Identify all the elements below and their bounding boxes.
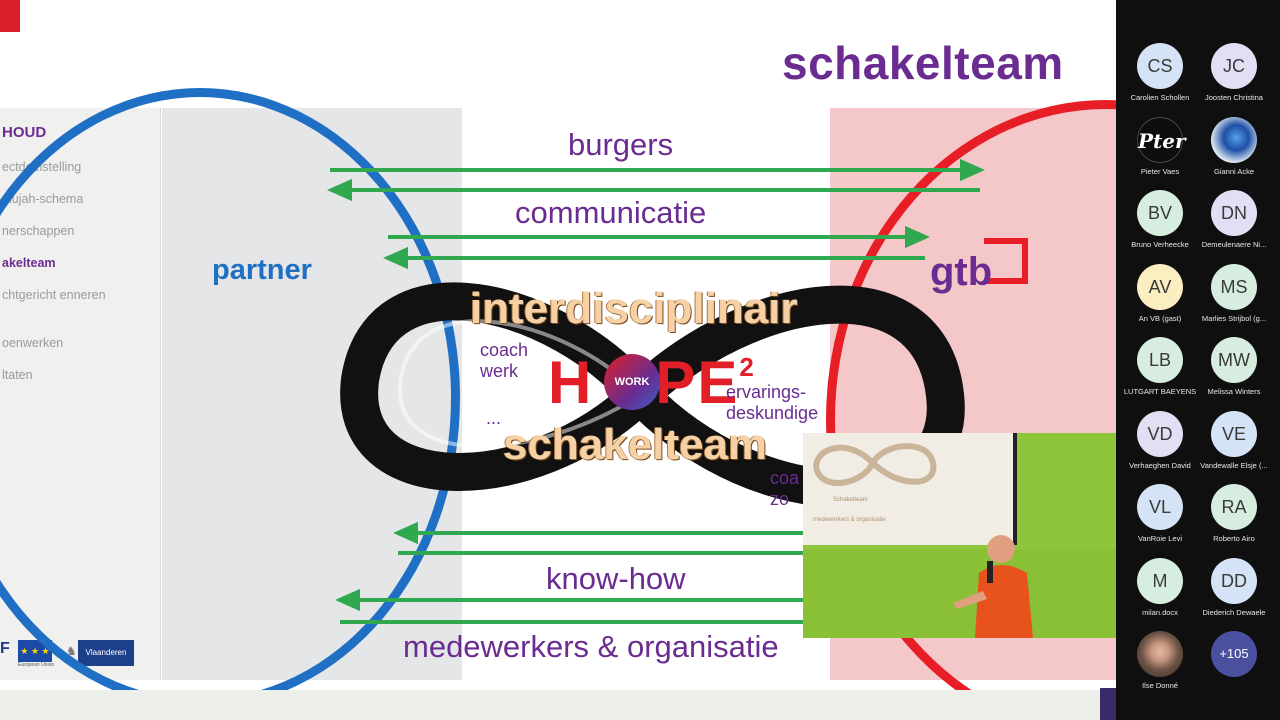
f-logo: F [0,640,10,657]
participant-tile[interactable]: VE Vandewalle Elsje (... [1197,410,1271,470]
participant-avatar: VD [1137,410,1183,457]
participant-tile[interactable]: DN Demeulenaere Ni... [1197,190,1271,249]
participant-avatar: AV [1137,263,1183,310]
participant-avatar: BV [1137,190,1183,236]
ervaringsdeskundige-label: ervarings- deskundige [726,382,819,423]
hope-letter-h: H [548,349,594,416]
participant-avatar: JC [1211,43,1257,89]
flow-label-communicatie: communicatie [515,195,707,230]
participant-name: Bruno Verheecke [1131,240,1189,249]
projected-screen: Schakelteam medewerkers & organisatie [803,433,1017,545]
slide-edge-strip [1100,688,1116,720]
participant-tile[interactable]: +105 [1197,631,1271,681]
participant-name: Roberto Airo [1213,534,1255,543]
hope-letters-pe: PE [655,349,740,416]
participant-name: Pieter Vaes [1140,166,1180,176]
participant-tile[interactable]: JC Joosten Christina [1197,43,1271,102]
participant-name: LUTGART BAEYENS [1123,387,1197,396]
participant-tile[interactable]: CS Carolien Schollen [1123,43,1197,102]
projected-subtitle: medewerkers & organisatie [813,517,886,523]
participant-avatar: DN [1211,190,1257,236]
participant-name: Carolien Schollen [1130,93,1190,102]
interdisciplinair-text: interdisciplinair [470,284,798,333]
participant-avatar [1137,631,1183,677]
speaker-figure [953,535,1033,638]
participant-name: Demeulenaere Ni... [1201,240,1267,249]
slide-corner-accent [0,0,20,32]
participant-avatar: VE [1211,410,1257,457]
participant-tile[interactable]: DD Diederich Dewaele [1197,557,1271,617]
flow-label-burgers: burgers [568,127,674,162]
participant-name: Verhaeghen David [1129,460,1191,470]
hope-logo: H PE2 [548,348,756,417]
coach-werk-label: coach werk [480,340,529,381]
participant-name: VanRoie Levi [1137,534,1183,543]
participant-tile[interactable]: LB LUTGART BAEYENS [1123,337,1197,396]
participant-avatar: LB [1137,337,1183,383]
participant-name: Gianni Acke [1213,166,1255,176]
shared-screen: schakelteam HOUD ectdoelstelling elujah-… [0,0,1116,720]
participant-tile[interactable]: Ilse Donné [1123,631,1197,690]
hope-o-emblem: WORK [604,354,660,410]
participant-avatar [1211,116,1257,163]
participant-tile[interactable]: Gianni Acke [1197,116,1271,176]
participant-tile[interactable]: RA Roberto Airo [1197,484,1271,543]
partner-label: partner [212,254,312,286]
participant-name: Melissa Winters [1207,387,1261,396]
projected-infinity [813,443,937,486]
participant-name: Joosten Christina [1205,93,1263,102]
gtb-logo: gtb [930,250,993,294]
participant-tile[interactable]: VL VanRoie Levi [1123,484,1197,543]
participant-avatar: MW [1211,337,1257,383]
participant-avatar: CS [1137,43,1183,89]
participant-tile[interactable]: MW Melissa Winters [1197,337,1271,396]
green-wall [803,549,1116,638]
flow-label-medewerkers: medewerkers & organisatie [403,629,779,664]
participant-name: Marlies Strijbol (g... [1201,313,1267,323]
slide-title: schakelteam [782,37,1064,89]
participant-name: Vandewalle Elsje (... [1200,460,1268,470]
participant-tile[interactable]: AV An VB (gast) [1123,263,1197,323]
partner-arc [0,88,460,690]
participant-name: milan.docx [1142,607,1178,617]
participant-tile[interactable]: BV Bruno Verheecke [1123,190,1197,249]
projected-title: Schakelteam [833,497,868,503]
hope-superscript: 2 [739,352,756,382]
participant-avatar: RA [1211,484,1257,530]
participant-tile[interactable]: MS Marlies Strijbol (g... [1197,263,1271,323]
speaker-video-inset[interactable]: Schakelteam medewerkers & organisatie [803,433,1116,638]
participant-name: Diederich Dewaele [1202,607,1266,617]
participant-name: An VB (gast) [1138,313,1182,323]
participant-avatar: Pter [1137,116,1186,163]
participant-name: Ilse Donné [1142,681,1178,690]
participant-avatar: VL [1137,484,1183,530]
coach-zorg-label: coa zo [770,468,800,509]
ellipsis-label: ... [486,408,502,428]
sidebar-heading: HOUD [2,124,47,141]
schakelteam-text: schakelteam [503,420,768,469]
more-participants-badge: +105 [1211,631,1257,677]
gtb-logo-bracket [984,238,1028,284]
eu-logo-caption: European Union [18,662,55,668]
flow-label-know-how: know-how [546,561,686,596]
participant-avatar: DD [1211,557,1257,604]
participant-avatar: M [1137,557,1183,604]
flow-arrows [327,158,985,624]
participant-tile[interactable]: VD Verhaeghen David [1123,410,1197,470]
participant-avatar: MS [1211,263,1257,310]
